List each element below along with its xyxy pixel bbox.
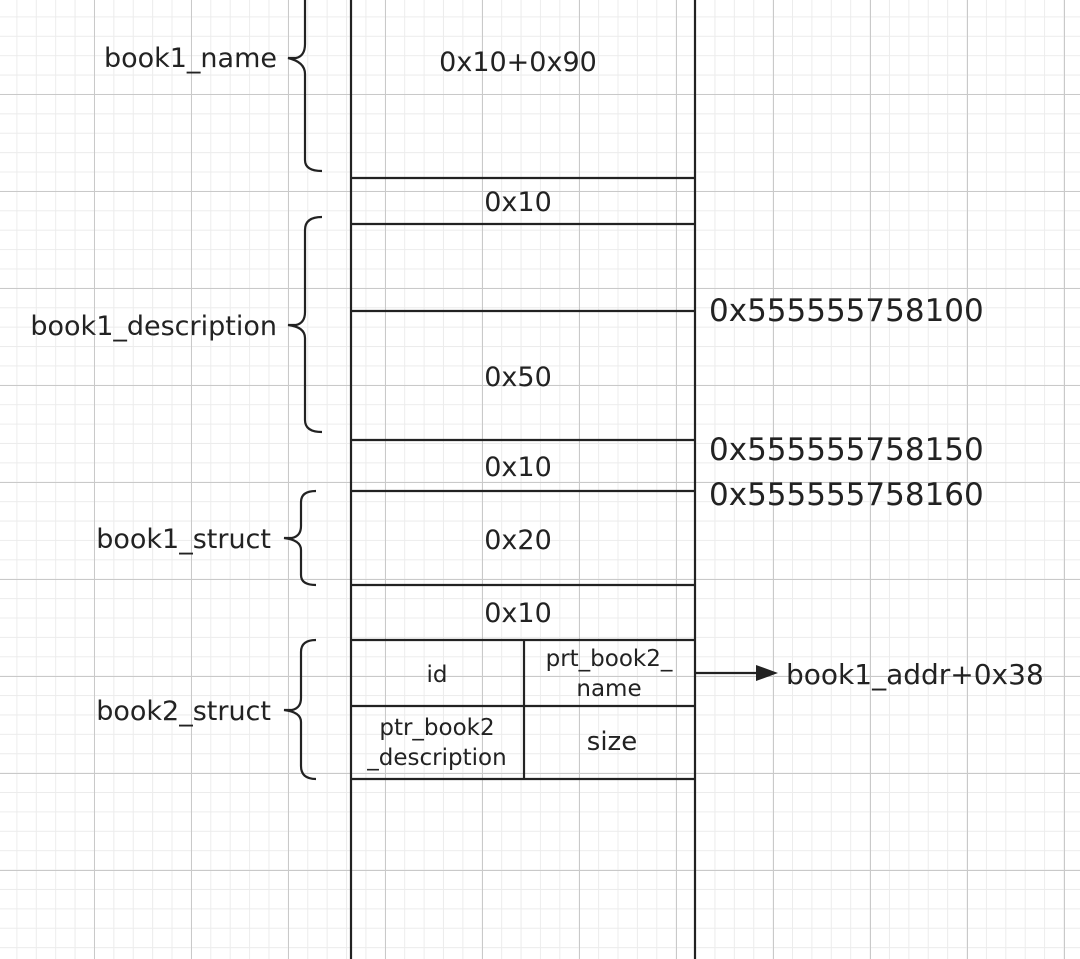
brace-book2-struct xyxy=(283,638,317,781)
pointer-arrowhead xyxy=(756,665,778,681)
brace-book1-description xyxy=(287,215,323,434)
block-book1-name-size: 0x10+0x90 xyxy=(439,47,597,78)
field-ptr-name-line1: prt_book2_ xyxy=(546,646,673,672)
brace-book1-name xyxy=(287,0,323,173)
field-ptr-desc-line1: ptr_book2 xyxy=(379,715,494,741)
label-book2-struct: book2_struct xyxy=(96,696,271,727)
block-book1-description-size: 0x50 xyxy=(484,362,552,393)
address-label-1: 0x555555758100 xyxy=(709,293,984,329)
block-header-1: 0x10 xyxy=(484,187,552,218)
address-label-3: 0x555555758160 xyxy=(709,477,984,513)
block-book1-struct-size: 0x20 xyxy=(484,525,552,556)
block-header-2: 0x10 xyxy=(484,452,552,483)
label-book1-struct: book1_struct xyxy=(96,524,271,555)
field-id: id xyxy=(427,662,448,688)
label-book1-description: book1_description xyxy=(30,311,277,342)
brace-book1-struct xyxy=(283,489,317,587)
field-size: size xyxy=(587,727,637,757)
label-book1-name: book1_name xyxy=(104,43,277,74)
block-header-3: 0x10 xyxy=(484,598,552,629)
address-label-2: 0x555555758150 xyxy=(709,432,984,468)
pointer-target-label: book1_addr+0x38 xyxy=(786,658,1044,691)
field-ptr-name-line2: name xyxy=(576,676,641,702)
field-ptr-desc-line2: _description xyxy=(366,745,506,771)
